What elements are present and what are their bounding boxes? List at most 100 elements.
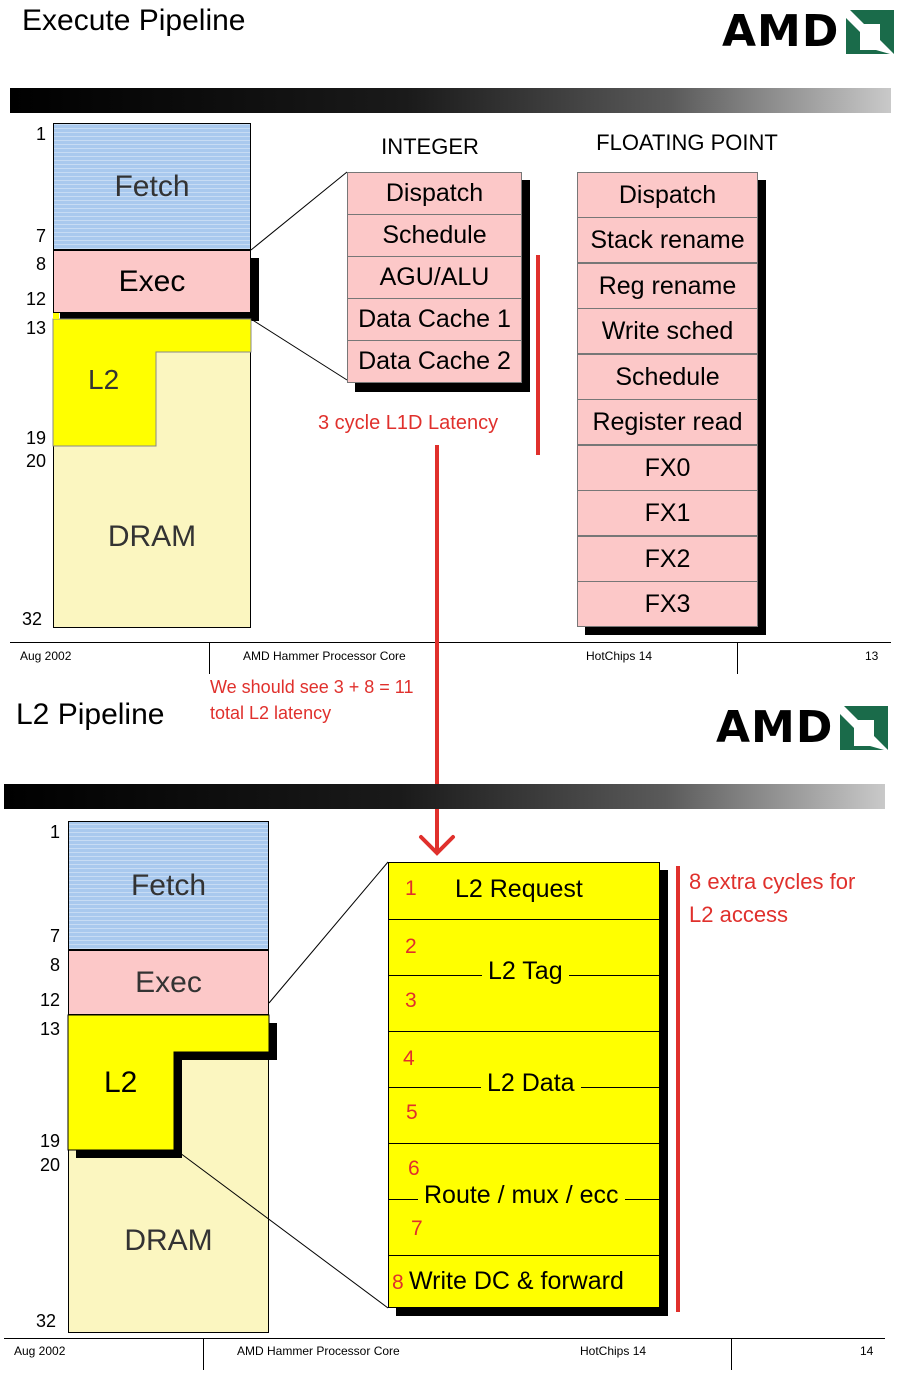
slide2-footer-rule bbox=[4, 1338, 885, 1339]
slide1-exec-shadow bbox=[251, 258, 259, 321]
l2-cycle-number: 5 bbox=[406, 1101, 418, 1124]
integer-stage-agu-alu: AGU/ALU bbox=[347, 256, 522, 299]
slide2-footer-event: HotChips 14 bbox=[580, 1344, 647, 1358]
slide1-cycle-12: 12 bbox=[25, 289, 46, 309]
l2-stage-data: L2 Data bbox=[481, 1069, 581, 1098]
slide1-cycle-32: 32 bbox=[21, 609, 42, 629]
fp-stage-schedule: Schedule bbox=[577, 354, 758, 400]
slide2-fetch-label: Fetch bbox=[130, 868, 207, 902]
fp-stage-write-sched: Write sched bbox=[577, 308, 758, 354]
slide1-dram-label: DRAM bbox=[107, 520, 197, 553]
slide1-title: Execute Pipeline bbox=[22, 4, 246, 37]
slide2-footer-center: AMD Hammer Processor Core bbox=[237, 1344, 400, 1358]
amd-arrow-logo-icon bbox=[840, 706, 888, 750]
fp-stage-register-read: Register read bbox=[577, 399, 758, 445]
l2-latency-note-line1: We should see 3 + 8 = 11 bbox=[210, 677, 414, 697]
l2-cycle-number: 2 bbox=[405, 935, 417, 958]
l2-stage-tag: L2 Tag bbox=[482, 957, 569, 986]
l2-stage-write-dc-forward: Write DC & forward bbox=[409, 1267, 624, 1295]
fp-stage-label: FX3 bbox=[644, 589, 691, 618]
slide1-footer-event: HotChips 14 bbox=[586, 649, 653, 663]
slide2-l2-label: L2 bbox=[104, 1066, 138, 1099]
slide2-exec-block: Exec bbox=[68, 950, 269, 1015]
slide2-footer-date: Aug 2002 bbox=[14, 1344, 66, 1358]
l2-latency-note-line2: total L2 latency bbox=[210, 703, 332, 723]
slide2-title: L2 Pipeline bbox=[16, 698, 165, 731]
integer-stage-label: Schedule bbox=[382, 221, 487, 249]
slide2-cycle-19: 19 bbox=[39, 1131, 60, 1151]
fp-stage-label: Stack rename bbox=[590, 225, 745, 254]
fp-stage-label: Register read bbox=[592, 407, 743, 436]
fp-stage-label: FX1 bbox=[644, 498, 691, 527]
l2-cycle-number: 4 bbox=[403, 1047, 415, 1070]
l2-stage-divider bbox=[389, 1031, 659, 1032]
fp-stage-reg-rename: Reg rename bbox=[577, 263, 758, 309]
amd-logo-text: AMD bbox=[722, 6, 840, 57]
fp-stage-dispatch: Dispatch bbox=[577, 172, 758, 218]
slide1-cycle-7: 7 bbox=[35, 226, 46, 246]
slide2-footer-divider bbox=[731, 1338, 732, 1370]
slide1-footer-divider bbox=[209, 642, 210, 674]
fp-stage-label: Schedule bbox=[615, 362, 720, 391]
l2-cycle-number: 3 bbox=[405, 989, 417, 1012]
fp-stage-fx3: FX3 bbox=[577, 581, 758, 627]
fp-stage-label: FX2 bbox=[644, 544, 691, 573]
slide1-cycle-19: 19 bbox=[25, 428, 46, 448]
fp-stage-label: Dispatch bbox=[618, 180, 717, 209]
slide2-header-bar bbox=[4, 784, 885, 809]
l2-stage-route-mux-ecc: Route / mux / ecc bbox=[418, 1181, 625, 1210]
l2-stage-divider bbox=[389, 1255, 659, 1256]
integer-header: INTEGER bbox=[381, 134, 479, 159]
fp-stage-fx0: FX0 bbox=[577, 445, 758, 491]
slide1-cycle-8: 8 bbox=[35, 254, 46, 274]
integer-stage-label: Data Cache 1 bbox=[358, 305, 511, 333]
amd-logo: AMD bbox=[722, 6, 894, 57]
fp-stage-fx2: FX2 bbox=[577, 536, 758, 582]
slide1-footer-center: AMD Hammer Processor Core bbox=[243, 649, 406, 663]
slide1-header-bar bbox=[10, 88, 891, 113]
l2-access-note-line1: 8 extra cycles for bbox=[689, 869, 856, 894]
slide2-l2-shape bbox=[67, 1014, 277, 1158]
slide2-footer-page: 14 bbox=[860, 1344, 874, 1358]
l2-cycle-number: 8 bbox=[392, 1271, 404, 1294]
l2-cycle-number: 1 bbox=[405, 877, 417, 900]
l2-stage-request: L2 Request bbox=[455, 875, 583, 903]
slide1-footer-page: 13 bbox=[865, 649, 879, 663]
slide1-footer-date: Aug 2002 bbox=[20, 649, 72, 663]
slide1-cycle-20: 20 bbox=[25, 451, 46, 471]
amd-arrow-logo-icon bbox=[846, 10, 894, 54]
integer-stage-label: Dispatch bbox=[385, 179, 484, 207]
slide2-cycle-20: 20 bbox=[39, 1155, 60, 1175]
slide1-fetch-block: Fetch bbox=[53, 123, 251, 250]
slide2-cycle-12: 12 bbox=[39, 990, 60, 1010]
slide1-exec-shadow-bottom bbox=[60, 313, 259, 321]
slide1-fetch-label: Fetch bbox=[114, 169, 190, 203]
fp-stage-label: FX0 bbox=[644, 453, 691, 482]
slide2-exec-label: Exec bbox=[135, 965, 202, 999]
l2-cycle-number: 6 bbox=[408, 1157, 420, 1180]
integer-stage-label: AGU/ALU bbox=[379, 263, 490, 291]
slide2-cycle-13: 13 bbox=[39, 1019, 60, 1039]
slide2-cycle-7: 7 bbox=[49, 926, 60, 946]
fp-stage-label: Reg rename bbox=[598, 271, 737, 300]
slide1-footer-divider bbox=[737, 642, 738, 674]
slide1-cycle-13: 13 bbox=[25, 318, 46, 338]
slide1-cycle-1: 1 bbox=[35, 124, 46, 144]
l2-access-note-line2: L2 access bbox=[689, 902, 789, 927]
l2-stage-divider bbox=[389, 919, 659, 920]
l2-access-bracket bbox=[676, 866, 680, 1312]
integer-stage-data-cache-1: Data Cache 1 bbox=[347, 298, 522, 341]
slide1-l2-label: L2 bbox=[88, 364, 120, 395]
integer-stage-label: Data Cache 2 bbox=[358, 347, 511, 375]
l2-cycle-number: 7 bbox=[411, 1217, 423, 1240]
slide2-fetch-block: Fetch bbox=[68, 821, 269, 950]
fp-stage-label: Write sched bbox=[601, 316, 734, 345]
integer-stage-dispatch: Dispatch bbox=[347, 172, 522, 215]
fp-header: FLOATING POINT bbox=[596, 130, 778, 155]
slide2-cycle-8: 8 bbox=[49, 955, 60, 975]
amd-logo: AMD bbox=[716, 702, 888, 753]
fp-stage-fx1: FX1 bbox=[577, 490, 758, 536]
integer-stage-data-cache-2: Data Cache 2 bbox=[347, 340, 522, 383]
amd-logo-text: AMD bbox=[716, 702, 834, 753]
